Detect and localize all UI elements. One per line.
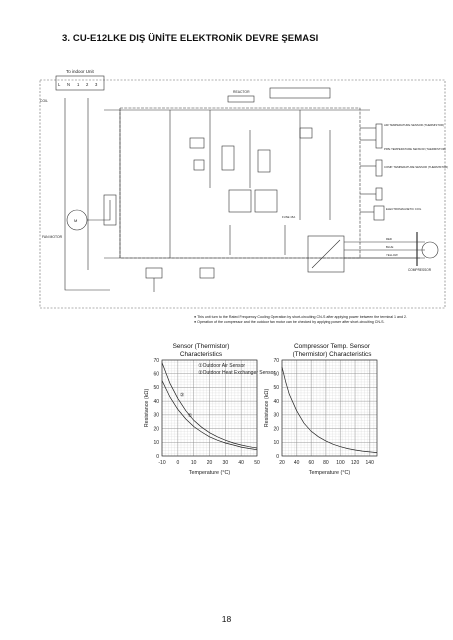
y-axis-label: Resistance (kΩ) bbox=[264, 389, 270, 428]
compressor-label: COMPRESSOR bbox=[408, 268, 432, 272]
x-tick-label: 20 bbox=[279, 460, 285, 466]
y-tick-label: 0 bbox=[276, 454, 279, 460]
series-marker-label: ② bbox=[180, 392, 185, 398]
chart-1-title: Sensor (Thermistor) Characteristics bbox=[172, 343, 230, 358]
x-axis-label: Temperature (°C) bbox=[309, 470, 351, 476]
electromagnetic-coil-label: ELECTROMAGNETIC COIL bbox=[386, 207, 422, 211]
x-tick-label: 0 bbox=[176, 460, 179, 466]
y-tick-label: 10 bbox=[273, 440, 279, 446]
legend-entry: ②Outdoor Heat Exchanger Sensor bbox=[198, 370, 275, 376]
x-tick-label: 140 bbox=[366, 460, 375, 466]
series-line bbox=[161, 380, 258, 451]
reactor-label: REACTOR bbox=[233, 90, 250, 94]
chart-2-title: Compressor Temp. Sensor (Thermistor) Cha… bbox=[292, 343, 372, 358]
y-tick-label: 70 bbox=[153, 358, 159, 364]
pipe-temp-sensor-label: PIPE TEMPERATURE SENSOR (THERMISTOR) bbox=[384, 147, 446, 151]
motor-symbol: M bbox=[74, 218, 77, 223]
y-tick-label: 0 bbox=[156, 454, 159, 460]
terminal-1: 1 bbox=[77, 82, 80, 87]
terminal-3: 3 bbox=[95, 82, 98, 87]
y-tick-label: 40 bbox=[153, 399, 159, 405]
y-tick-label: 50 bbox=[273, 385, 279, 391]
x-tick-label: 30 bbox=[223, 460, 229, 466]
note-line: ● Operation of the compressor and the ou… bbox=[194, 320, 385, 325]
air-temp-sensor-label: AIR TEMPERATURE SENSOR (THERMISTOR) bbox=[384, 123, 444, 127]
notes-block: ● This unit turn to the Rated Frequency … bbox=[194, 315, 439, 326]
y-tick-label: 20 bbox=[153, 426, 159, 432]
y-tick-label: 60 bbox=[153, 372, 159, 378]
terminal-N: N bbox=[67, 82, 70, 87]
y-tick-label: 60 bbox=[273, 372, 279, 378]
y-tick-label: 30 bbox=[273, 413, 279, 419]
x-tick-label: 120 bbox=[351, 460, 360, 466]
y-tick-label: 40 bbox=[273, 399, 279, 405]
page-number: 18 bbox=[221, 614, 232, 624]
x-tick-label: 40 bbox=[294, 460, 300, 466]
x-tick-label: 50 bbox=[254, 460, 260, 466]
y-tick-label: 20 bbox=[273, 426, 279, 432]
x-tick-label: 80 bbox=[323, 460, 329, 466]
y-tick-label: 30 bbox=[153, 413, 159, 419]
fan-motor-label: FAN MOTOR bbox=[42, 235, 63, 239]
y-axis-label: Resistance (kΩ) bbox=[144, 389, 150, 428]
wire-color-yellow: YELLOW bbox=[386, 253, 398, 257]
x-tick-label: 20 bbox=[207, 460, 213, 466]
series-line bbox=[281, 366, 378, 453]
plot-frame bbox=[281, 359, 378, 457]
y-tick-label: 50 bbox=[153, 385, 159, 391]
fuse-label: FUSE 15A bbox=[282, 215, 295, 219]
coil-label: COIL bbox=[40, 99, 48, 103]
x-tick-label: 100 bbox=[336, 460, 345, 466]
legend-entry: ①Outdoor Air Sensor bbox=[198, 363, 245, 369]
series-line bbox=[161, 362, 258, 449]
note-line: ● This unit turn to the Rated Frequency … bbox=[194, 315, 408, 319]
x-tick-label: 60 bbox=[308, 460, 314, 466]
comp-temp-sensor-label: COMP. TEMPERATURE SENSOR (THERMISTOR) bbox=[384, 165, 448, 169]
y-tick-label: 70 bbox=[273, 358, 279, 364]
wire-color-blue: BLUE bbox=[386, 245, 393, 249]
terminal-2: 2 bbox=[86, 82, 89, 87]
x-tick-label: -10 bbox=[158, 460, 165, 466]
y-tick-label: 10 bbox=[153, 440, 159, 446]
x-axis-label: Temperature (°C) bbox=[189, 470, 231, 476]
page-heading: 3. CU-E12LKE DIŞ ÜNİTE ELEKTRONİK DEVRE … bbox=[62, 33, 319, 44]
to-indoor-unit-label: To indoor Unit bbox=[66, 69, 95, 74]
x-tick-label: 10 bbox=[191, 460, 197, 466]
plot-frame bbox=[161, 359, 258, 457]
x-tick-label: 40 bbox=[238, 460, 244, 466]
wire-color-red: RED bbox=[386, 237, 392, 241]
terminal-L: L bbox=[58, 82, 61, 87]
